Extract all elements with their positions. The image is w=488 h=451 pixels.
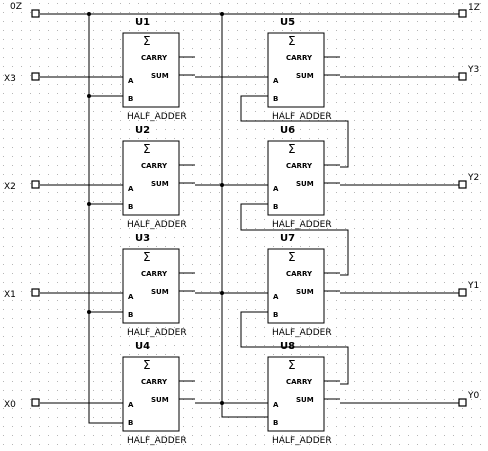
part-type-u4: HALF_ADDER <box>127 436 187 446</box>
part-ref-u4: U4 <box>135 341 150 352</box>
pin-sum: SUM <box>296 288 314 296</box>
half-adder-u7[interactable]: U7 Σ CARRY SUM A B HALF_ADDER <box>267 233 341 338</box>
output-port-y3[interactable]: Y3 <box>458 65 479 81</box>
half-adder-u5[interactable]: U5 Σ CARRY SUM A B HALF_ADDER <box>267 17 341 122</box>
output-port-y1-label: Y1 <box>467 281 479 291</box>
input-port-x0[interactable]: X0 <box>4 398 40 410</box>
pin-sum: SUM <box>151 396 169 404</box>
input-port-x1[interactable]: X1 <box>4 288 40 300</box>
pin-sum: SUM <box>151 180 169 188</box>
input-port-x2[interactable]: X2 <box>4 180 40 192</box>
part-type-u2: HALF_ADDER <box>127 220 187 230</box>
part-ref-u6: U6 <box>280 125 295 136</box>
part-type-u5: HALF_ADDER <box>272 112 332 122</box>
pin-sum: SUM <box>151 72 169 80</box>
input-port-x3-label: X3 <box>4 74 16 84</box>
part-ref-u2: U2 <box>135 125 150 136</box>
part-ref-u5: U5 <box>280 17 295 28</box>
half-adder-u4[interactable]: U4 Σ CARRY SUM A B HALF_ADDER <box>122 341 196 446</box>
half-adder-u2[interactable]: U2 Σ CARRY SUM A B HALF_ADDER <box>122 125 196 230</box>
pin-a: A <box>273 293 279 301</box>
input-port-x3[interactable]: X3 <box>4 72 40 84</box>
sigma-symbol: Σ <box>143 34 151 48</box>
pin-b: B <box>273 95 278 103</box>
pin-a: A <box>128 185 134 193</box>
sigma-symbol: Σ <box>288 358 296 372</box>
half-adder-u6[interactable]: U6 Σ CARRY SUM A B HALF_ADDER <box>267 125 341 230</box>
pin-sum: SUM <box>151 288 169 296</box>
pin-b: B <box>273 203 278 211</box>
input-port-0z-label: 0Z <box>10 2 22 12</box>
sigma-symbol: Σ <box>143 142 151 156</box>
output-port-y0-label: Y0 <box>467 391 479 401</box>
wires <box>40 13 459 424</box>
sigma-symbol: Σ <box>143 358 151 372</box>
pin-carry: CARRY <box>286 270 313 278</box>
pin-a: A <box>273 185 279 193</box>
pin-sum: SUM <box>296 72 314 80</box>
pin-a: A <box>128 77 134 85</box>
pin-carry: CARRY <box>286 162 313 170</box>
pin-a: A <box>128 401 134 409</box>
pin-carry: CARRY <box>141 54 168 62</box>
pin-a: A <box>128 293 134 301</box>
part-type-u1: HALF_ADDER <box>127 112 187 122</box>
pin-sum: SUM <box>296 180 314 188</box>
output-port-1z[interactable]: 1Z <box>458 3 480 18</box>
pin-b: B <box>128 419 133 427</box>
sigma-symbol: Σ <box>288 34 296 48</box>
output-port-y0[interactable]: Y0 <box>458 391 479 407</box>
part-type-u7: HALF_ADDER <box>272 328 332 338</box>
pin-carry: CARRY <box>141 378 168 386</box>
input-port-0z[interactable]: 0Z <box>10 2 40 18</box>
half-adder-u1[interactable]: U1 Σ CARRY SUM A B HALF_ADDER <box>122 17 196 122</box>
pin-carry: CARRY <box>286 378 313 386</box>
input-port-x2-label: X2 <box>4 182 16 192</box>
junction-dots <box>87 12 224 405</box>
pin-a: A <box>273 401 279 409</box>
pin-b: B <box>128 95 133 103</box>
sigma-symbol: Σ <box>288 142 296 156</box>
part-ref-u8: U8 <box>280 341 295 352</box>
sigma-symbol: Σ <box>288 250 296 264</box>
part-type-u3: HALF_ADDER <box>127 328 187 338</box>
part-ref-u3: U3 <box>135 233 150 244</box>
pin-a: A <box>273 77 279 85</box>
output-port-y2-label: Y2 <box>467 173 479 183</box>
part-type-u6: HALF_ADDER <box>272 220 332 230</box>
input-port-x1-label: X1 <box>4 290 16 300</box>
output-port-1z-label: 1Z <box>468 3 480 13</box>
half-adder-u8[interactable]: U8 Σ CARRY SUM A B HALF_ADDER <box>267 341 341 446</box>
sigma-symbol: Σ <box>143 250 151 264</box>
output-port-y1[interactable]: Y1 <box>458 281 479 297</box>
output-port-y3-label: Y3 <box>467 65 479 75</box>
pin-carry: CARRY <box>141 162 168 170</box>
input-port-x0-label: X0 <box>4 400 16 410</box>
part-ref-u7: U7 <box>280 233 295 244</box>
pin-b: B <box>273 419 278 427</box>
pin-b: B <box>273 311 278 319</box>
half-adder-u3[interactable]: U3 Σ CARRY SUM A B HALF_ADDER <box>122 233 196 338</box>
pin-b: B <box>128 311 133 319</box>
output-port-y2[interactable]: Y2 <box>458 173 479 189</box>
part-ref-u1: U1 <box>135 17 150 28</box>
part-type-u8: HALF_ADDER <box>272 436 332 446</box>
pin-b: B <box>128 203 133 211</box>
pin-sum: SUM <box>296 396 314 404</box>
pin-carry: CARRY <box>141 270 168 278</box>
pin-carry: CARRY <box>286 54 313 62</box>
